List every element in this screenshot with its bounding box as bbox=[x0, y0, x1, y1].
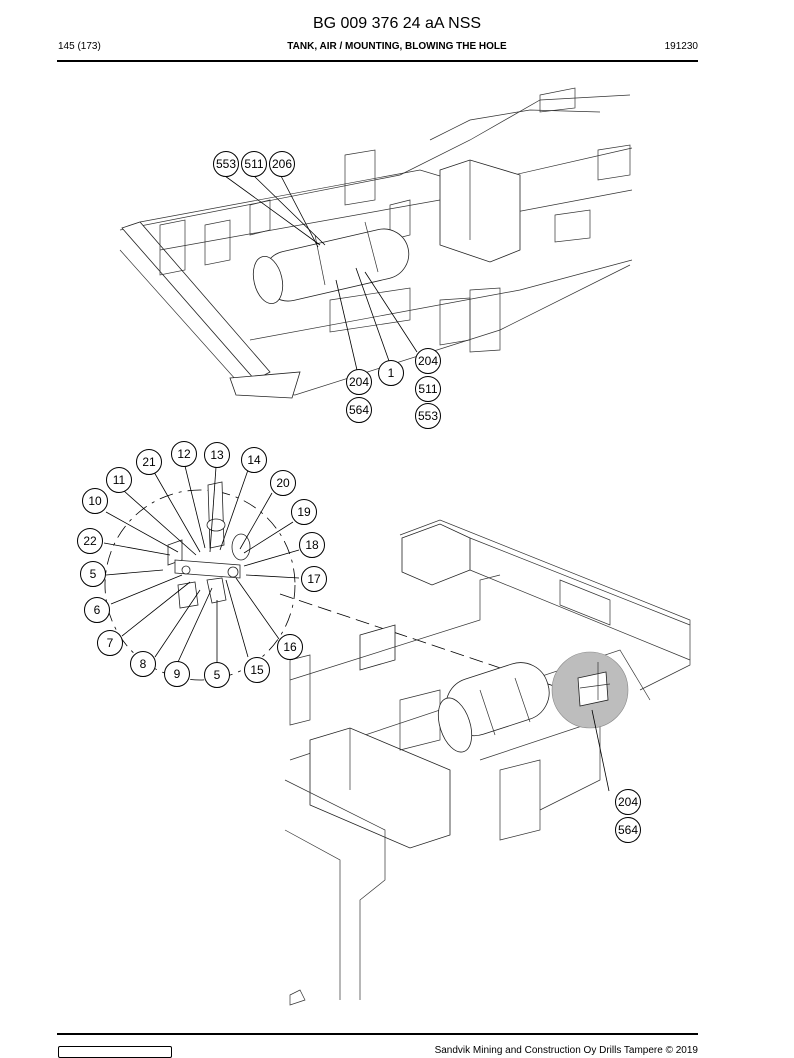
company-logo bbox=[58, 1046, 172, 1058]
svg-text:553: 553 bbox=[216, 157, 236, 171]
svg-text:511: 511 bbox=[418, 382, 437, 396]
callout-206: 206 bbox=[269, 151, 295, 177]
callout-564-b: 564 bbox=[615, 817, 641, 843]
callout-204-b: 204 bbox=[346, 369, 372, 395]
callout-1: 1 bbox=[378, 360, 404, 386]
svg-text:19: 19 bbox=[297, 505, 311, 519]
callout-19: 19 bbox=[291, 499, 317, 525]
valve-detail-illustration bbox=[104, 481, 561, 689]
upper-frame-illustration bbox=[119, 87, 633, 399]
callout-6: 6 bbox=[84, 597, 110, 623]
callout-204-a: 204 bbox=[415, 348, 441, 374]
footer-rule bbox=[57, 1033, 698, 1035]
svg-text:17: 17 bbox=[307, 572, 321, 586]
svg-text:11: 11 bbox=[113, 473, 126, 487]
callout-553-b: 553 bbox=[415, 403, 441, 429]
svg-text:8: 8 bbox=[140, 657, 147, 671]
leader-lines bbox=[103, 175, 610, 792]
page-number: 145 (173) bbox=[58, 41, 101, 52]
svg-text:6: 6 bbox=[94, 603, 101, 617]
callout-18: 18 bbox=[299, 532, 325, 558]
svg-text:14: 14 bbox=[247, 453, 261, 467]
svg-text:204: 204 bbox=[349, 375, 369, 389]
svg-text:204: 204 bbox=[618, 795, 638, 809]
callout-204-c: 204 bbox=[615, 789, 641, 815]
callout-7: 7 bbox=[97, 630, 123, 656]
svg-text:564: 564 bbox=[618, 823, 638, 837]
callout-553-a: 553 bbox=[213, 151, 239, 177]
header-rule bbox=[57, 60, 698, 62]
document-title: BG 009 376 24 aA NSS bbox=[312, 15, 482, 32]
callout-9: 9 bbox=[164, 661, 190, 687]
callout-16: 16 bbox=[277, 634, 303, 660]
svg-text:553: 553 bbox=[418, 409, 438, 423]
svg-text:20: 20 bbox=[276, 476, 290, 490]
callout-8: 8 bbox=[130, 651, 156, 677]
callout-5-a: 5 bbox=[80, 561, 106, 587]
svg-text:21: 21 bbox=[142, 455, 156, 469]
svg-text:7: 7 bbox=[107, 636, 114, 650]
footer-copyright: Sandvik Mining and Construction Oy Drill… bbox=[434, 1045, 698, 1056]
callout-511-b: 511 bbox=[415, 376, 441, 402]
callout-21: 21 bbox=[136, 449, 162, 475]
callout-511-a: 511 bbox=[241, 151, 267, 177]
callout-14: 14 bbox=[241, 447, 267, 473]
section-title: TANK, AIR / MOUNTING, BLOWING THE HOLE bbox=[287, 41, 507, 52]
callout-20: 20 bbox=[270, 470, 296, 496]
callout-12: 12 bbox=[171, 441, 197, 467]
document-code: 191230 bbox=[664, 41, 698, 52]
svg-text:5: 5 bbox=[214, 668, 221, 682]
svg-text:10: 10 bbox=[88, 494, 102, 508]
svg-text:204: 204 bbox=[418, 354, 438, 368]
lower-frame-illustration bbox=[284, 519, 691, 1006]
svg-text:1: 1 bbox=[388, 366, 395, 380]
svg-text:12: 12 bbox=[177, 447, 191, 461]
svg-text:5: 5 bbox=[90, 567, 97, 581]
callout-11: 11 bbox=[106, 467, 132, 493]
svg-text:564: 564 bbox=[349, 403, 369, 417]
callout-13: 13 bbox=[204, 442, 230, 468]
svg-text:206: 206 bbox=[272, 157, 292, 171]
svg-text:13: 13 bbox=[210, 448, 224, 462]
callout-10: 10 bbox=[82, 488, 108, 514]
callout-564-a: 564 bbox=[346, 397, 372, 423]
callout-5-b: 5 bbox=[204, 662, 230, 688]
svg-text:9: 9 bbox=[174, 667, 181, 681]
callout-17: 17 bbox=[301, 566, 327, 592]
svg-text:18: 18 bbox=[305, 538, 319, 552]
svg-text:511: 511 bbox=[244, 157, 263, 171]
svg-text:22: 22 bbox=[83, 534, 97, 548]
svg-text:16: 16 bbox=[283, 640, 297, 654]
callout-15: 15 bbox=[244, 657, 270, 683]
svg-text:15: 15 bbox=[250, 663, 264, 677]
callout-22: 22 bbox=[77, 528, 103, 554]
